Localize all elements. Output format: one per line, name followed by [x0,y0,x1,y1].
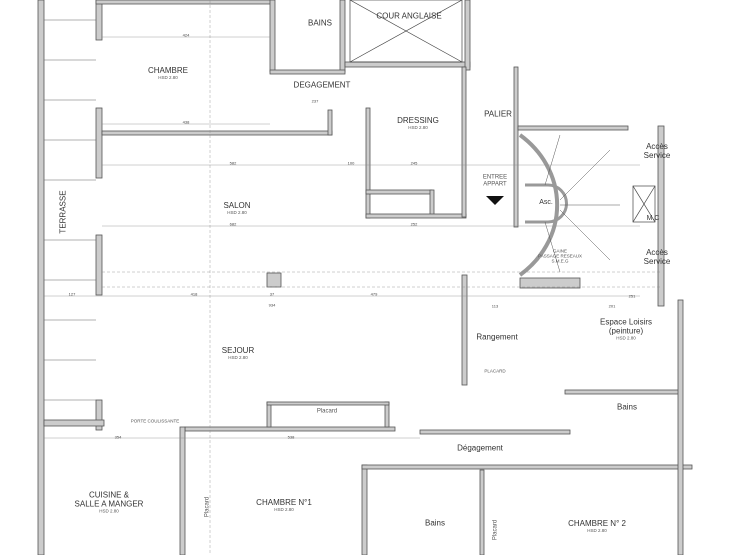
room-bains-right: Bains [616,402,638,413]
room-label: PORTE COULISSANTE [130,418,180,424]
dimension-label: 100 [347,160,355,166]
ceiling-height: HSD 2.80 [616,335,636,341]
room-rangement: Rangement [476,332,518,343]
room-label: TERRASSE [58,190,68,234]
ceiling-height: HSD 2.80 [274,506,294,512]
cour-anglaise-void [349,0,656,223]
room-label: DRESSING [397,116,439,126]
room-mc: M.C [647,215,660,223]
dimension-label: 201 [608,303,616,309]
room-label: CHAMBRE N° 2 [568,519,626,529]
dimension-label: 252 [410,221,418,227]
room-label: BAINS [307,18,333,28]
room-label: Asc. [539,199,553,207]
room-label: Dégagement [457,443,503,453]
room-label: COUR ANGLAISE [376,11,442,21]
dimension-label: 37 [269,291,275,297]
room-label: Service [643,257,671,266]
room-espace-loisirs: Espace Loisirs(peinture)HSD 2.80 [599,317,653,342]
ceiling-height: HSD 2.80 [587,527,607,533]
dimension-label: 418 [190,291,198,297]
room-label: Accès [646,248,668,258]
ceiling-height: HSD 2.80 [99,508,119,514]
dimension-label: 934 [268,302,276,308]
room-label: SALLE A MANGER [74,499,144,509]
room-label: S.M.E.G [551,258,569,264]
walls [37,0,693,555]
room-label: (peinture) [608,326,644,336]
terrasse-decking [44,19,96,401]
dimension-label: 424 [182,32,190,38]
room-terrasse: TERRASSE [58,190,69,234]
room-label: PASSAGE RESEAUX [538,253,582,259]
room-label: PLACARD [484,368,506,374]
ceiling-height: HSD 2.80 [228,354,248,360]
dimension-label: 237 [311,98,319,104]
room-degagement: DEGAGEMENT [293,80,351,91]
room-label: PALIER [484,109,512,119]
room-cour-anglaise: COUR ANGLAISE [376,11,442,22]
dimension-lines [44,0,660,555]
room-label: Bains [616,402,638,412]
room-bains-bottom: Bains [424,518,446,529]
dimension-label: 127 [68,291,76,297]
room-label: Placard [204,496,211,518]
dimension-label: 438 [182,119,190,125]
dimension-label: 582 [229,160,237,166]
dimension-label: 251 [628,293,636,299]
dimension-label: 479 [370,291,378,297]
room-label: CHAMBRE N°1 [256,498,312,508]
room-label: DEGAGEMENT [293,80,351,90]
dimension-label: 245 [410,160,418,166]
room-label: Service [643,151,671,160]
spiral-staircase [518,133,620,277]
room-placard-rangement: PLACARD [484,368,506,375]
room-label: SEJOUR [221,346,255,356]
room-label: SALON [223,201,251,211]
room-label: Bains [424,518,446,528]
room-label: ENTREE [482,174,508,181]
room-label: M.C [646,215,660,223]
room-label: GAINE [552,248,567,254]
room-label: CUISINE & [88,490,130,500]
ceiling-height: HSD 2.80 [408,124,428,130]
dimension-label: 113 [491,303,499,309]
room-degagement-bottom: Dégagement [457,443,503,454]
room-label: APPART [483,181,507,187]
room-bains-top: BAINS [307,18,333,29]
dimension-label: 354 [114,434,122,440]
ceiling-height: HSD 2.80 [158,74,178,80]
entry-arrow-icon [486,196,504,205]
ceiling-height: HSD 2.80 [227,209,247,215]
room-label: Placard [316,408,338,415]
dimension-label: 682 [229,221,237,227]
porte-coulissante: PORTE COULISSANTE [130,418,180,425]
room-placard-bains: Placard [493,520,500,540]
room-label: Placard [492,519,499,541]
room-placard-chambre-1: Placard [205,497,212,517]
room-label: Rangement [476,332,518,342]
room-placard-sejour: Placard [317,409,337,416]
room-ascenseur: Asc. [539,199,553,207]
room-label: CHAMBRE [147,66,189,76]
room-label: Accès [646,142,668,152]
dimension-label: 538 [287,434,295,440]
room-label: Espace Loisirs [599,317,653,327]
room-palier: PALIER [484,109,512,120]
